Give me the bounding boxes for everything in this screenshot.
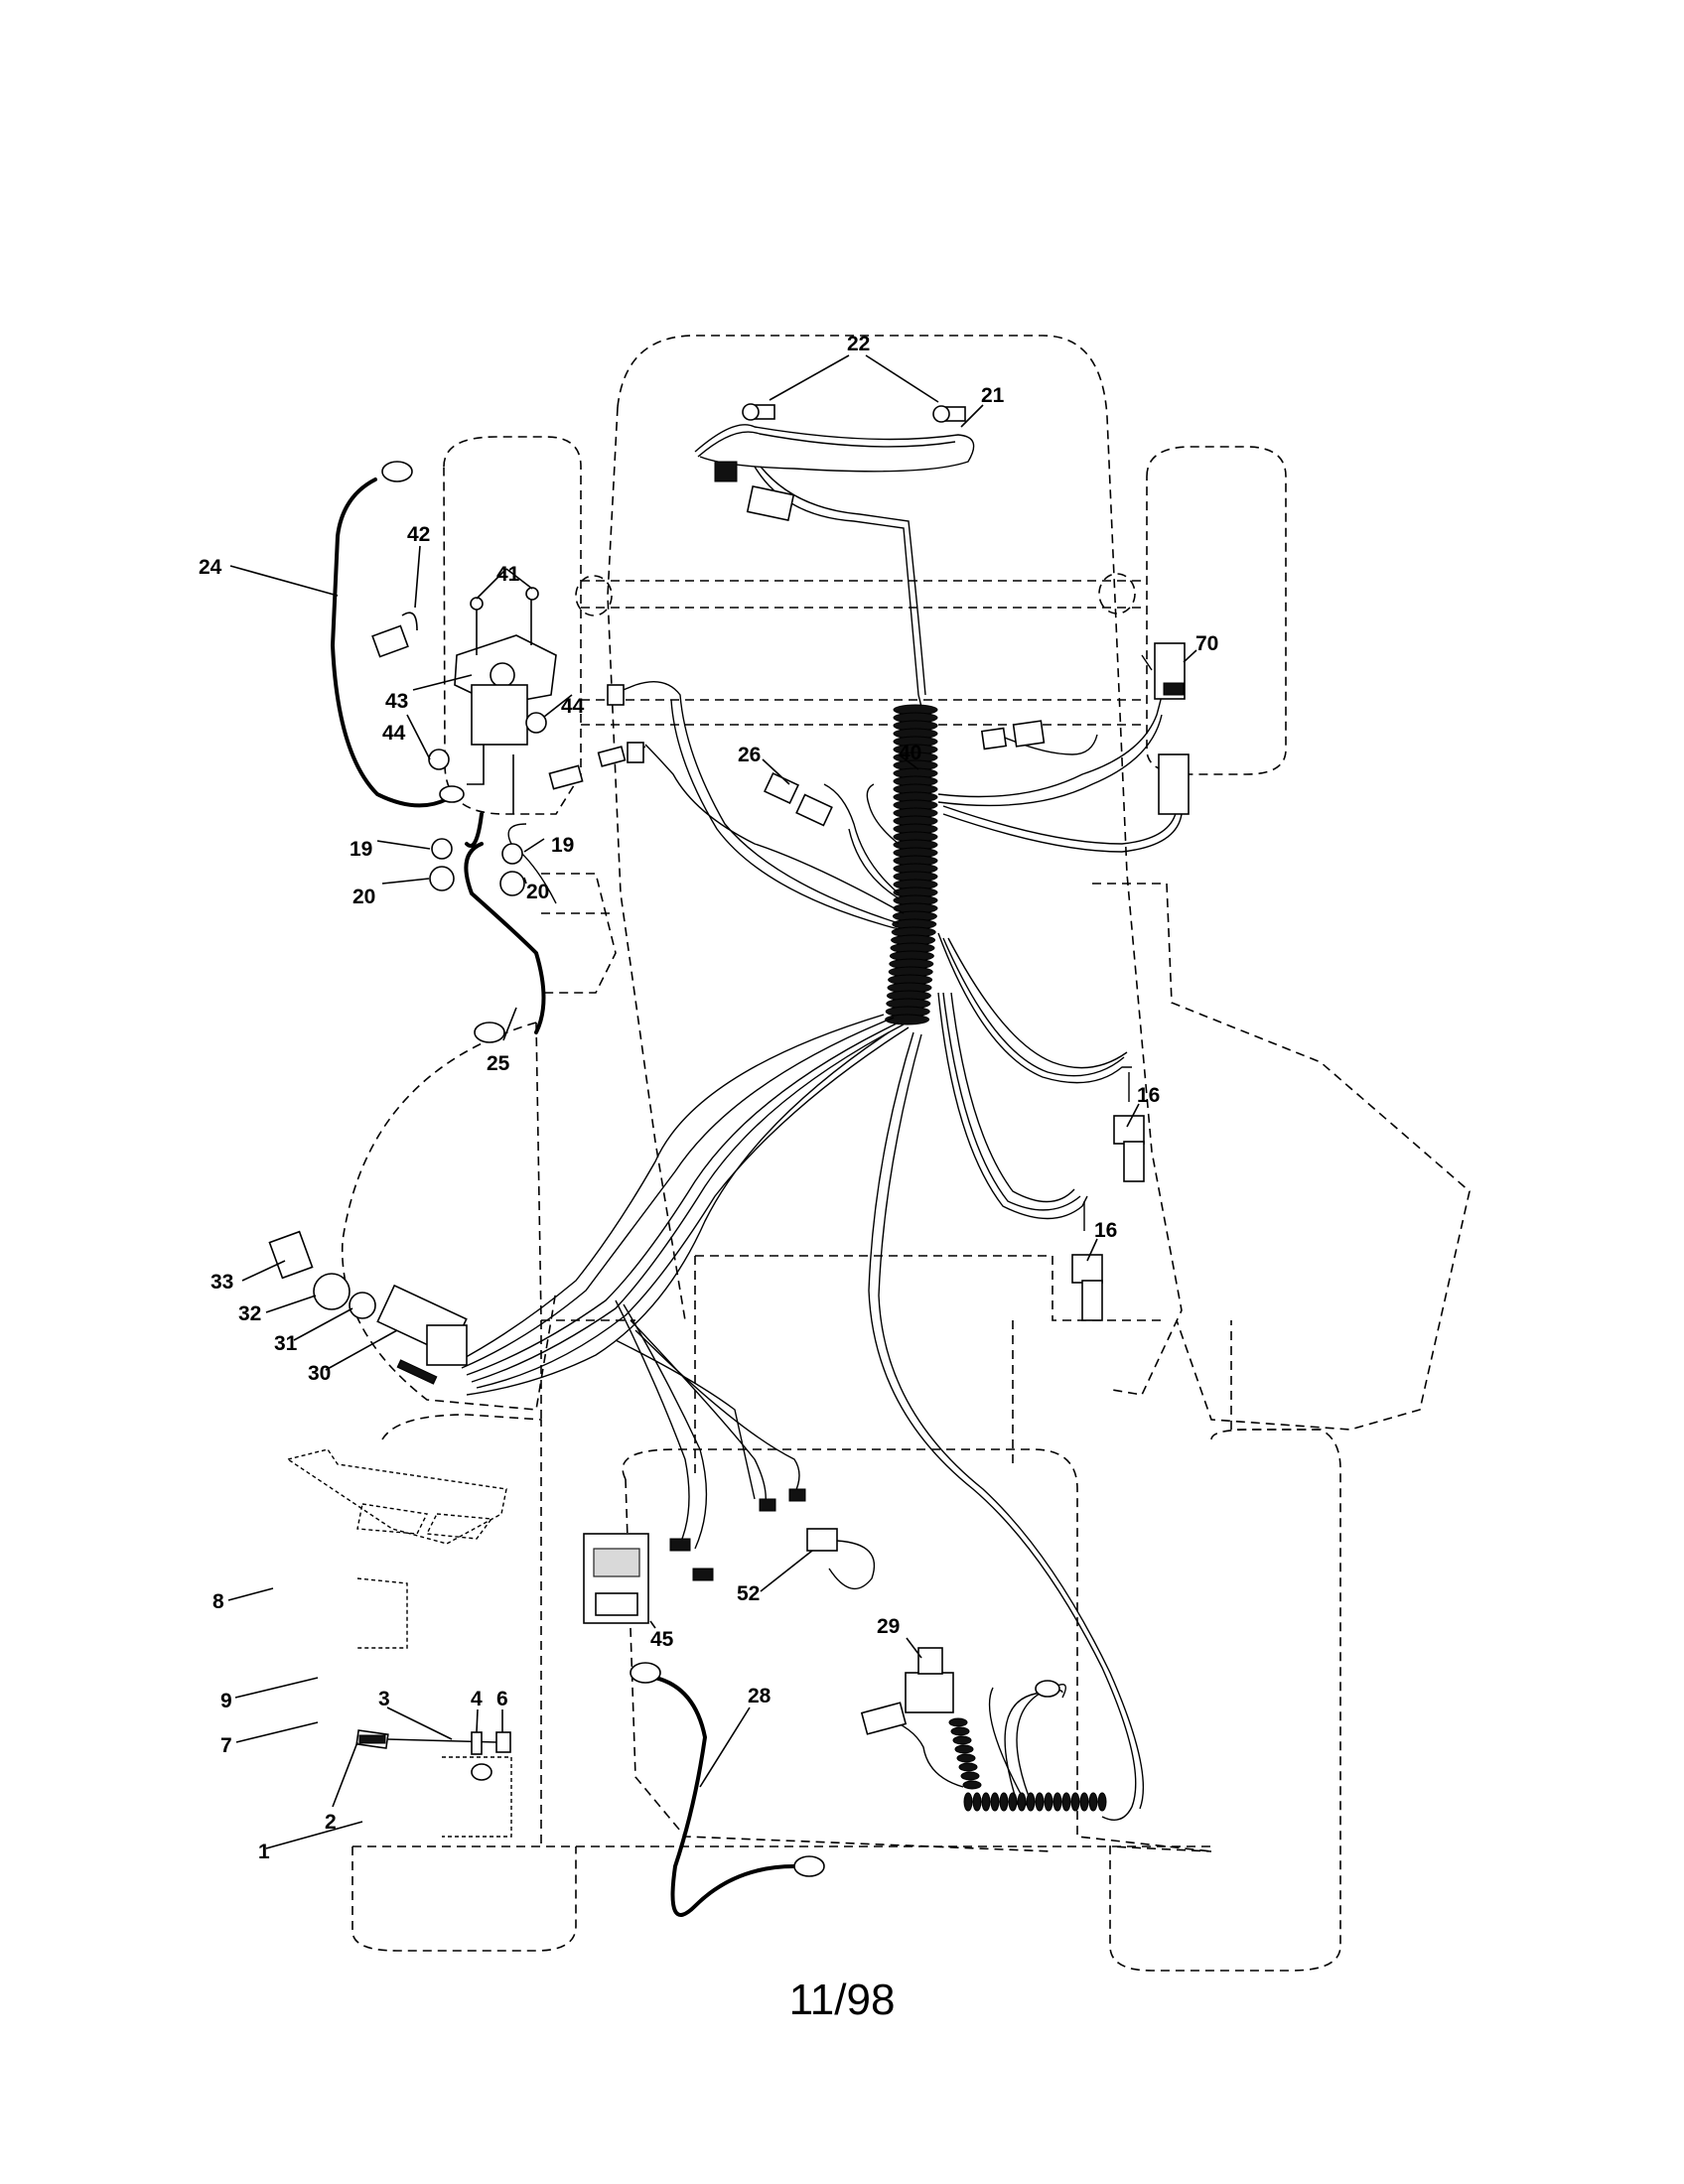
callout-41: 41 — [496, 563, 520, 586]
coil-turn — [958, 1762, 978, 1772]
connector-52-body — [806, 1528, 838, 1552]
callout-19-right: 19 — [551, 834, 574, 857]
coil-turn — [950, 1726, 970, 1736]
right-harness-branch — [937, 642, 1190, 853]
callout-52: 52 — [737, 1582, 760, 1605]
callout-20-left: 20 — [352, 886, 375, 908]
ignition-switch — [268, 1230, 468, 1385]
headlight-harness — [694, 403, 975, 696]
tractor-outline — [341, 335, 1471, 1972]
coil-turn — [954, 1744, 974, 1754]
callout-45: 45 — [650, 1628, 674, 1651]
coil-turn — [999, 1792, 1009, 1812]
callout-6: 6 — [496, 1688, 508, 1710]
coil-turn — [981, 1792, 991, 1812]
callout-4: 4 — [471, 1688, 483, 1710]
callout-44-left: 44 — [382, 722, 406, 745]
pto-switch-cable — [860, 1031, 1145, 1821]
coil-turn — [972, 1792, 982, 1812]
callout-20-right: 20 — [526, 881, 549, 903]
callout-24: 24 — [199, 556, 222, 579]
callout-7: 7 — [220, 1734, 232, 1757]
headlight-bulb-left — [742, 403, 775, 421]
callout-16-lower: 16 — [1094, 1219, 1117, 1242]
coil-turn — [1017, 1792, 1027, 1812]
callout-32: 32 — [238, 1302, 261, 1325]
callout-25: 25 — [487, 1052, 510, 1075]
callout-labels: 22 21 24 42 41 43 44 44 19 19 20 20 25 2… — [199, 333, 1218, 1863]
coil-turn — [962, 1780, 982, 1790]
coil-turn — [1044, 1792, 1053, 1812]
loom-ring — [885, 1014, 930, 1025]
callout-33: 33 — [210, 1271, 233, 1294]
callout-31: 31 — [274, 1332, 298, 1355]
coil-turn — [1035, 1792, 1045, 1812]
main-loom — [885, 694, 938, 1025]
coil-turn — [1079, 1792, 1089, 1812]
coil-turn — [956, 1753, 976, 1763]
leader-lines — [227, 354, 1197, 1849]
callout-8: 8 — [212, 1590, 224, 1613]
battery-cables — [330, 461, 825, 1917]
coil-turn — [1097, 1792, 1107, 1812]
coil-turn — [1070, 1792, 1080, 1812]
callout-42: 42 — [407, 523, 430, 546]
callout-21: 21 — [981, 384, 1005, 407]
callout-29: 29 — [877, 1615, 900, 1638]
headlight-bulb-right — [932, 405, 966, 423]
battery-assembly — [286, 1448, 512, 1838]
coil-turn — [1026, 1792, 1036, 1812]
coil-turn — [952, 1735, 972, 1745]
callout-30: 30 — [308, 1362, 331, 1385]
right-lower-branch — [937, 932, 1145, 1321]
coil-turn — [960, 1771, 980, 1781]
hourmeter-and-connector — [583, 1528, 876, 1624]
coil-turn — [1061, 1792, 1071, 1812]
coil-turn — [1008, 1792, 1018, 1812]
callout-2: 2 — [325, 1811, 337, 1834]
callout-44-right: 44 — [561, 695, 585, 718]
callout-28: 28 — [748, 1685, 772, 1707]
callout-16-upper: 16 — [1137, 1084, 1160, 1107]
callout-26: 26 — [738, 744, 761, 766]
starter-solenoid — [371, 587, 627, 896]
callout-1: 1 — [258, 1841, 270, 1863]
callout-70: 70 — [1195, 632, 1218, 655]
callout-22: 22 — [847, 333, 870, 355]
callout-3: 3 — [378, 1688, 390, 1710]
callout-43: 43 — [385, 690, 408, 713]
callout-9: 9 — [220, 1690, 232, 1712]
pto-switch-body — [905, 1672, 954, 1713]
coil-turn — [1088, 1792, 1098, 1812]
page-footer-date: 11/98 — [788, 1976, 896, 2024]
relay-16-upper-part — [1113, 1115, 1145, 1145]
coil-turn — [948, 1717, 968, 1727]
callout-19-left: 19 — [350, 838, 372, 861]
ignition-bundle — [456, 1014, 910, 1581]
coil-turn — [963, 1792, 973, 1812]
coil-turn — [1052, 1792, 1062, 1812]
callout-40: 40 — [899, 742, 921, 764]
coil-turn — [990, 1792, 1000, 1812]
left-upper-branch — [607, 681, 905, 930]
